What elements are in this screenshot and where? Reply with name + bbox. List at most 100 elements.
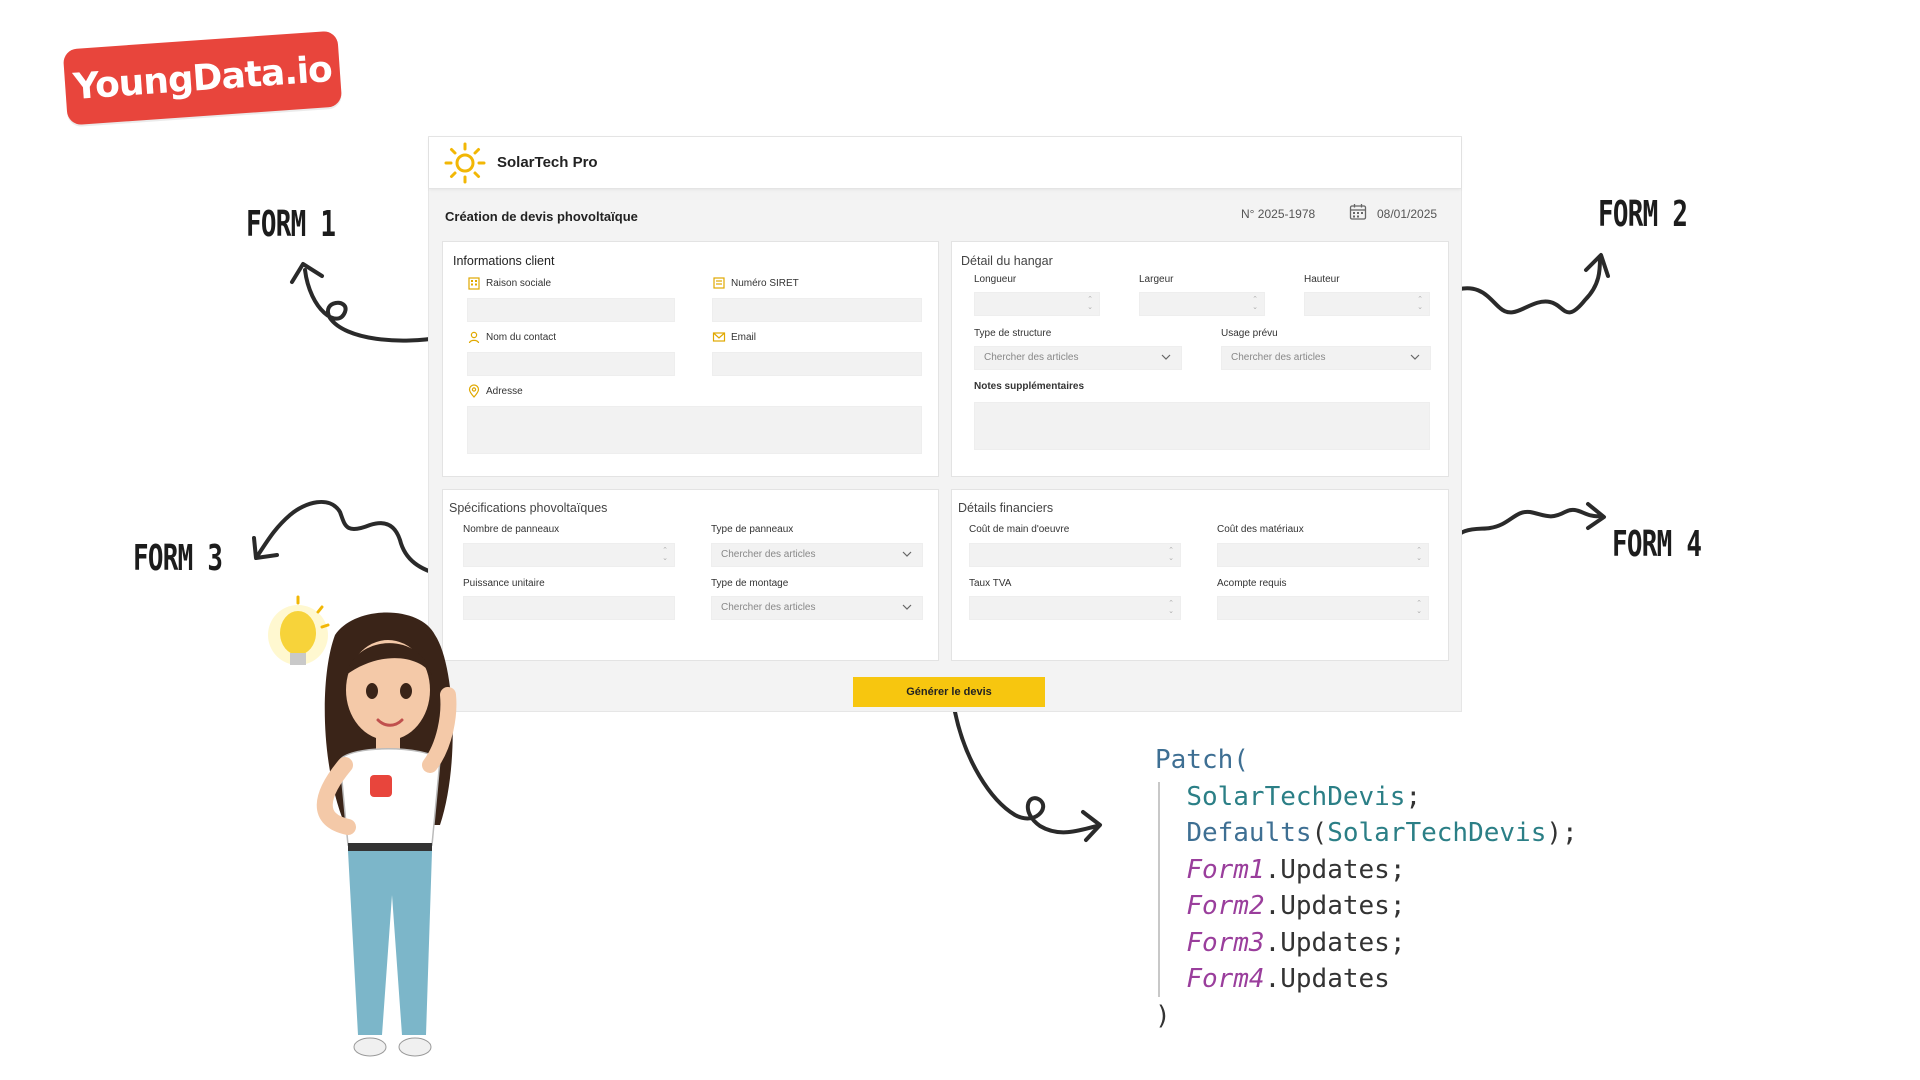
lightbulb-icon (268, 595, 330, 665)
cout-materiaux-label: Coût des matériaux (1217, 524, 1304, 535)
chevron-down-icon (1410, 354, 1420, 360)
contact-label: Nom du contact (467, 330, 556, 344)
arrow-form1-head (290, 262, 324, 284)
stepper-icon[interactable]: ⌃⌄ (1417, 296, 1423, 311)
puissance-label: Puissance unitaire (463, 578, 545, 589)
adresse-text: Adresse (486, 385, 523, 397)
code-line-3: Defaults(SolarTechDevis); (1155, 815, 1578, 852)
arrow-form3-head (252, 536, 279, 560)
stepper-icon[interactable]: ⌃⌄ (1168, 600, 1174, 615)
code-updates-4: .Updates (1264, 964, 1390, 994)
siret-label: Numéro SIRET (712, 276, 799, 290)
code-close-paren: ) (1155, 1000, 1171, 1031)
longueur-label: Longueur (974, 274, 1017, 285)
siret-input[interactable] (712, 298, 922, 322)
largeur-input[interactable]: ⌃⌄ (1139, 292, 1265, 316)
acompte-input[interactable]: ⌃⌄ (1217, 596, 1429, 620)
code-form2: Form2 (1186, 891, 1265, 921)
cout-main-input[interactable]: ⌃⌄ (969, 543, 1181, 567)
stepper-icon[interactable]: ⌃⌄ (1252, 296, 1258, 311)
code-form4: Form4 (1186, 964, 1265, 994)
code-line-5: Form2.Updates; (1155, 888, 1578, 925)
raison-sociale-text: Raison sociale (486, 277, 552, 289)
annotation-form4: FORM 4 (1612, 524, 1702, 565)
stepper-icon[interactable]: ⌃⌄ (662, 547, 668, 562)
adresse-input[interactable] (467, 406, 922, 454)
code-datasource-2: SolarTechDevis (1327, 818, 1547, 848)
hauteur-label: Hauteur (1304, 274, 1340, 285)
code-line-8: ) (1155, 998, 1578, 1035)
cout-main-label: Coût de main d'oeuvre (969, 524, 1070, 535)
code-line-1: Patch( (1155, 742, 1578, 779)
calendar-icon[interactable] (1349, 203, 1367, 221)
hauteur-input[interactable]: ⌃⌄ (1304, 292, 1430, 316)
chevron-down-icon (902, 604, 912, 610)
code-updates-1: .Updates; (1264, 854, 1406, 885)
stepper-icon[interactable]: ⌃⌄ (1416, 547, 1422, 562)
raison-sociale-input[interactable] (467, 298, 675, 322)
puissance-input[interactable] (463, 596, 675, 620)
email-input[interactable] (712, 352, 922, 376)
usage-label: Usage prévu (1221, 328, 1278, 339)
annotation-form1: FORM 1 (246, 204, 336, 245)
quote-date[interactable]: 08/01/2025 (1377, 207, 1438, 221)
structure-label: Type de structure (974, 328, 1052, 339)
annotation-form2: FORM 2 (1598, 194, 1688, 235)
longueur-input[interactable]: ⌃⌄ (974, 292, 1100, 316)
arrow-form3 (256, 499, 444, 577)
character-illustration (268, 595, 457, 1057)
type-panneaux-label: Type de panneaux (711, 524, 794, 535)
generate-quote-button[interactable]: Générer le devis (853, 677, 1045, 707)
largeur-label: Largeur (1139, 274, 1174, 285)
nb-panneaux-input[interactable]: ⌃⌄ (463, 543, 675, 567)
chevron-down-icon (902, 551, 912, 557)
contact-text: Nom du contact (486, 331, 557, 343)
type-montage-label: Type de montage (711, 578, 789, 589)
code-defaults: Defaults (1186, 818, 1312, 848)
siret-text: Numéro SIRET (731, 277, 799, 289)
tva-input[interactable]: ⌃⌄ (969, 596, 1181, 620)
arrow-form4 (1448, 507, 1602, 547)
pv-card-title: Spécifications phovoltaïques (449, 501, 608, 515)
arrow-form1 (303, 268, 445, 343)
stepper-icon[interactable]: ⌃⌄ (1416, 600, 1422, 615)
indent-guide (1158, 782, 1160, 997)
email-label: Email (712, 330, 756, 344)
location-pin-icon (468, 384, 480, 398)
usage-select[interactable]: Chercher des articles (1221, 346, 1431, 370)
code-close: ); (1546, 818, 1578, 848)
arrow-patch-head (1081, 810, 1102, 842)
arrow-patch (953, 710, 1099, 835)
building-icon (468, 277, 480, 290)
code-open-paren: ( (1311, 818, 1328, 848)
code-updates-3: .Updates; (1264, 927, 1406, 958)
code-line-6: Form3.Updates; (1155, 925, 1578, 962)
contact-input[interactable] (467, 352, 675, 376)
structure-select[interactable]: Chercher des articles (974, 346, 1182, 370)
arrow-form2-head (1584, 253, 1610, 278)
tva-label: Taux TVA (969, 578, 1012, 589)
patch-code-block: Patch( SolarTechDevis; Defaults(SolarTec… (1155, 742, 1578, 1034)
form3-pv-card: Spécifications phovoltaïques Nombre de p… (442, 489, 939, 661)
finance-card-title: Détails financiers (958, 501, 1054, 515)
code-form1: Form1 (1186, 854, 1265, 885)
code-line-4: Form1.Updates; (1155, 852, 1578, 889)
type-panneaux-placeholder: Chercher des articles (721, 549, 816, 560)
cout-materiaux-input[interactable]: ⌃⌄ (1217, 543, 1429, 567)
stepper-icon[interactable]: ⌃⌄ (1168, 547, 1174, 562)
document-icon (713, 277, 725, 289)
email-text: Email (731, 331, 757, 343)
type-montage-select[interactable]: Chercher des articles (711, 596, 923, 620)
notes-input[interactable] (974, 402, 1430, 450)
raison-sociale-label: Raison sociale (467, 276, 551, 290)
stepper-icon[interactable]: ⌃⌄ (1087, 296, 1093, 311)
notes-label: Notes supplémentaires (974, 381, 1085, 392)
type-panneaux-select[interactable]: Chercher des articles (711, 543, 923, 567)
type-montage-placeholder: Chercher des articles (721, 602, 816, 613)
code-updates-2: .Updates; (1264, 891, 1406, 921)
app-window: SolarTech Pro Création de devis phovolta… (428, 136, 1462, 712)
form2-hangar-card: Détail du hangar Longueur ⌃⌄ Largeur ⌃⌄ … (951, 241, 1449, 477)
code-form3: Form3 (1186, 927, 1265, 958)
annotation-form3: FORM 3 (133, 538, 223, 579)
